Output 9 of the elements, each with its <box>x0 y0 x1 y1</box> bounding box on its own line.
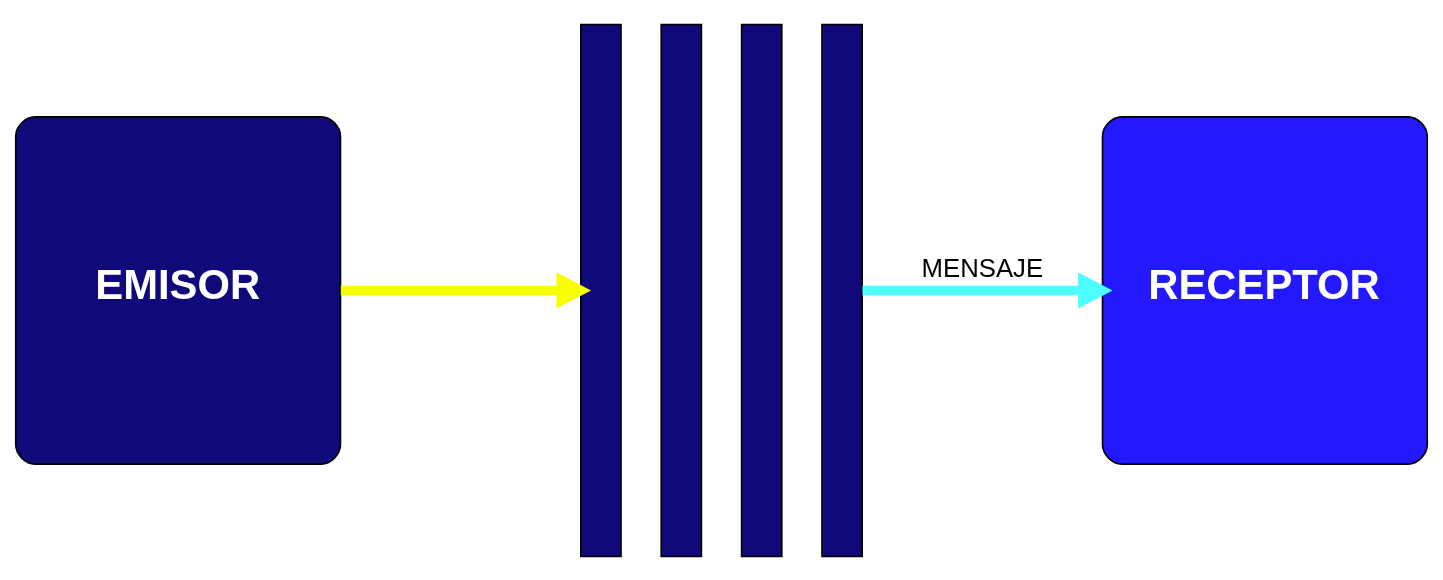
node-box: EMISOR <box>14 115 342 465</box>
node-box: RECEPTOR <box>1101 115 1429 465</box>
arrow <box>340 271 591 309</box>
node-bar <box>740 23 783 557</box>
arrow <box>862 271 1113 309</box>
node-bar <box>660 23 703 557</box>
node-bar <box>580 23 622 557</box>
node-bar <box>821 23 863 557</box>
edge-label: MENSAJE <box>921 253 1044 282</box>
